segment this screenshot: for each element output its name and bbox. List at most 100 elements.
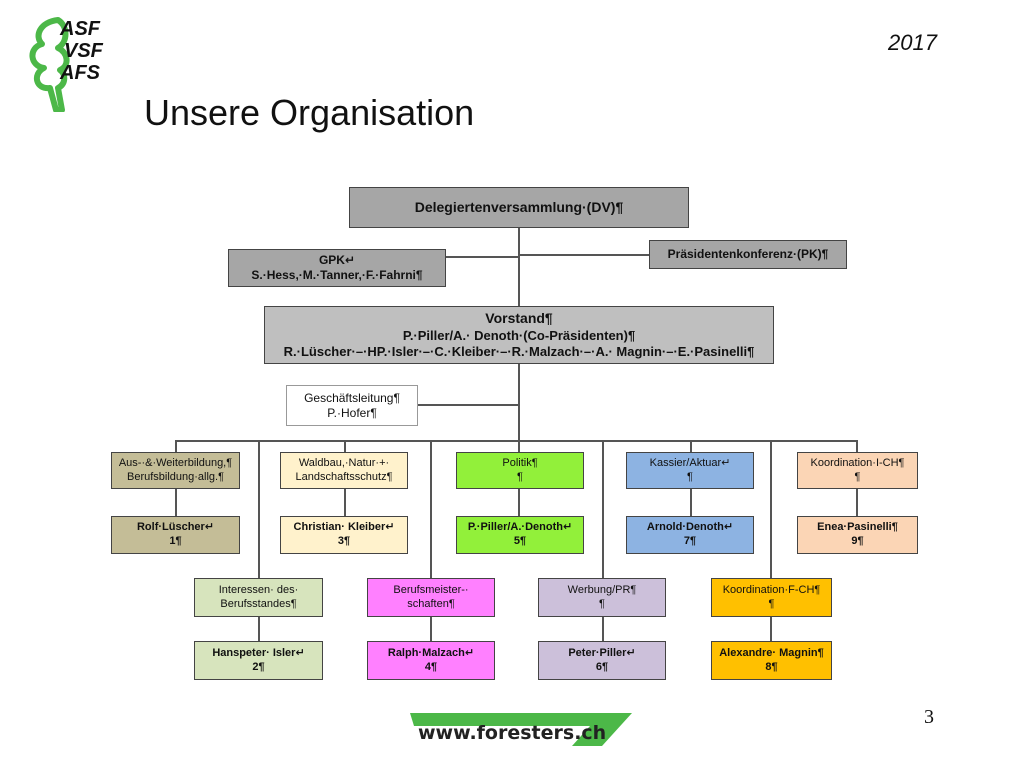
dept-box-ausbildung: Aus-·&·Weiterbildung,¶ Berufsbildung·all… — [111, 452, 240, 489]
person-box-magnin: Alexandre· Magnin¶ 8¶ — [711, 641, 832, 680]
dept-line1: Interessen· des· — [218, 583, 299, 596]
gpk-members: S.·Hess,·M.·Tanner,·F.·Fahrni¶ — [251, 268, 423, 282]
connector-row3-c-down — [602, 617, 604, 641]
person-box-piller-denoth: P.·Piller/A.·Denoth↵ 5¶ — [456, 516, 584, 554]
person-number: 1¶ — [169, 535, 182, 547]
connector-row3-d-down — [770, 617, 772, 641]
pk-label: Präsidentenkonferenz·(PK)¶ — [667, 247, 829, 261]
dept-line2: schaften¶ — [407, 597, 455, 610]
dept-line1: Koordination·I-CH¶ — [810, 456, 905, 469]
person-box-pasinelli: Enea·Pasinelli¶ 9¶ — [797, 516, 918, 554]
person-box-luescher: Rolf·Lüscher↵ 1¶ — [111, 516, 240, 554]
person-box-isler: Hanspeter· Isler↵ 2¶ — [194, 641, 323, 680]
dept-line2: ¶ — [854, 470, 861, 483]
person-name: Hanspeter· Isler↵ — [212, 646, 305, 659]
gl-member: P.·Hofer¶ — [327, 405, 377, 420]
website-url[interactable]: www.foresters.ch — [418, 722, 607, 744]
person-name: Christian· Kleiber↵ — [293, 521, 395, 534]
person-number: 3¶ — [337, 535, 351, 547]
person-box-piller: Peter·Piller↵ 6¶ — [538, 641, 666, 680]
dept-line1: Kassier/Aktuar↵ — [649, 456, 731, 469]
dept-line2: ¶ — [599, 597, 605, 610]
person-name: Peter·Piller↵ — [568, 646, 636, 659]
dept-line2: Landschaftsschutz¶ — [295, 470, 393, 483]
dept-box-waldbau: Waldbau,·Natur·+· Landschaftsschutz¶ — [280, 452, 408, 489]
dept-line1: Berufsmeister-· — [393, 583, 469, 596]
connector-col4 — [690, 440, 692, 452]
person-number: 8¶ — [765, 660, 778, 673]
dept-line1: Koordination·F-CH¶ — [722, 583, 821, 596]
dept-line1: Werbung/PR¶ — [567, 583, 637, 596]
connector-col3 — [518, 440, 520, 452]
year-label: 2017 — [888, 30, 937, 55]
vorstand-members: R.·Lüscher·–·HP.·Isler·–·C.·Kleiber·–·R.… — [283, 343, 755, 359]
dept-line2: ¶ — [517, 470, 523, 483]
connector-row3-a-down — [258, 617, 260, 641]
person-number: 7¶ — [683, 535, 697, 547]
connector-col5 — [856, 440, 858, 452]
connector-gpk — [446, 256, 520, 258]
person-name: Ralph·Malzach↵ — [387, 646, 475, 659]
person-name: Arnold·Denoth↵ — [646, 521, 734, 534]
dept-line1: Aus-·&·Weiterbildung,¶ — [118, 456, 233, 469]
connector-trunk — [518, 228, 520, 306]
dept-line1: Waldbau,·Natur·+· — [298, 456, 390, 469]
footer-swoosh-icon — [410, 713, 632, 746]
connector-branch-a — [258, 440, 260, 578]
connector-col1-down — [175, 489, 177, 516]
dept-box-werbung: Werbung/PR¶ ¶ — [538, 578, 666, 617]
vorstand-presidents: P.·Piller/A.· Denoth·(Co-Präsidenten)¶ — [402, 327, 636, 343]
connector-gl — [418, 404, 520, 406]
dept-box-berufsmeister: Berufsmeister-· schaften¶ — [367, 578, 495, 617]
connector-col4-down — [690, 489, 692, 516]
dept-box-interessen: Interessen· des· Berufsstandes¶ — [194, 578, 323, 617]
person-number: 5¶ — [513, 535, 527, 547]
vorstand-title: Vorstand¶ — [485, 310, 553, 326]
dept-line1: Politik¶ — [502, 456, 538, 469]
gpk-box: GPK↵ S.·Hess,·M.·Tanner,·F.·Fahrni¶ — [228, 249, 446, 287]
person-number: 9¶ — [851, 535, 864, 547]
gl-title: Geschäftsleitung¶ — [304, 390, 400, 405]
person-name: Rolf·Lüscher↵ — [136, 521, 215, 534]
person-number: 2¶ — [252, 660, 265, 673]
gpk-title: GPK↵ — [318, 253, 356, 267]
dept-line2: ¶ — [687, 470, 693, 483]
person-box-denoth: Arnold·Denoth↵ 7¶ — [626, 516, 754, 554]
dept-box-koordination-ich: Koordination·I-CH¶ ¶ — [797, 452, 918, 489]
person-number: 6¶ — [595, 660, 609, 673]
connector-col2-down — [344, 489, 346, 516]
connector-col2 — [344, 440, 346, 452]
logo-text-afs: AFS — [60, 62, 100, 84]
connector-pk — [518, 254, 650, 256]
connector-branch-c — [602, 440, 604, 578]
connector-col5-down — [856, 489, 858, 516]
asf-logo: ASF VSF AFS — [20, 14, 120, 113]
dept-line2: ¶ — [768, 597, 775, 610]
dept-line2: Berufsstandes¶ — [220, 597, 297, 610]
page-number: 3 — [924, 706, 934, 728]
dept-box-politik: Politik¶ ¶ — [456, 452, 584, 489]
logo-text-vsf: VSF — [64, 40, 103, 62]
person-number: 4¶ — [424, 660, 438, 673]
dept-line2: Berufsbildung·allg.¶ — [126, 470, 225, 483]
connector-branch-b — [430, 440, 432, 578]
gl-box: Geschäftsleitung¶ P.·Hofer¶ — [286, 385, 418, 426]
dv-label: Delegiertenversammlung·(DV)¶ — [414, 198, 624, 215]
connector-bus — [175, 440, 858, 442]
pk-box: Präsidentenkonferenz·(PK)¶ — [649, 240, 847, 269]
connector-branch-d — [770, 440, 772, 578]
vorstand-box: Vorstand¶ P.·Piller/A.· Denoth·(Co-Präsi… — [264, 306, 774, 364]
tree-logo-icon — [29, 17, 70, 113]
person-name: P.·Piller/A.·Denoth↵ — [467, 521, 573, 534]
dept-box-kassier: Kassier/Aktuar↵ ¶ — [626, 452, 754, 489]
connector-trunk-lower — [518, 364, 520, 442]
person-box-kleiber: Christian· Kleiber↵ 3¶ — [280, 516, 408, 554]
connector-row3-b-down — [430, 617, 432, 641]
page-title: Unsere Organisation — [144, 92, 475, 133]
person-name: Enea·Pasinelli¶ — [817, 521, 898, 534]
person-name: Alexandre· Magnin¶ — [719, 646, 824, 659]
dept-box-koordination-fch: Koordination·F-CH¶ ¶ — [711, 578, 832, 617]
person-box-malzach: Ralph·Malzach↵ 4¶ — [367, 641, 495, 680]
connector-col1 — [175, 440, 177, 452]
dv-box: Delegiertenversammlung·(DV)¶ — [349, 187, 689, 228]
